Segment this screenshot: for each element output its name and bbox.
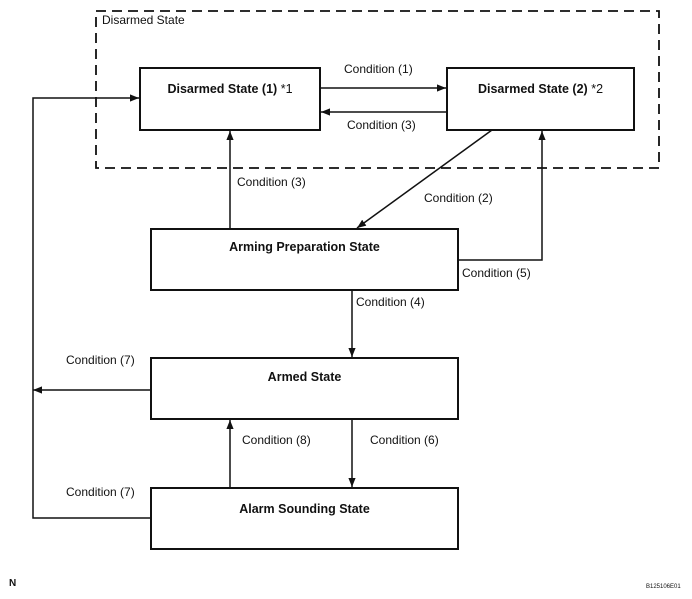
disarmed-group-label: Disarmed State [102, 13, 185, 27]
disarmed-state-2-label: Disarmed State (2) [477, 82, 588, 96]
disarmed-state-2-suffix: *2 [591, 82, 604, 96]
armed-state-box: Armed State [150, 357, 459, 420]
condition-7-lower-label: Condition (7) [66, 485, 135, 499]
condition-5-label: Condition (5) [462, 266, 531, 280]
disarmed-group-border [95, 10, 660, 169]
disarmed-state-1-label: Disarmed State (1) [167, 82, 278, 96]
condition-3-top-label: Condition (3) [347, 118, 416, 132]
condition-7-upper-label: Condition (7) [66, 353, 135, 367]
arming-preparation-state-box: Arming Preparation State [150, 228, 459, 291]
armed-state-label: Armed State [267, 370, 342, 384]
disarmed-state-2-box: Disarmed State (2) *2 [446, 67, 635, 131]
alarm-sounding-state-label: Alarm Sounding State [239, 502, 370, 516]
arming-preparation-state-label: Arming Preparation State [229, 240, 380, 254]
footer-letter: N [9, 578, 17, 589]
arrow-condition-5 [459, 131, 546, 261]
disarmed-state-1-box: Disarmed State (1) *1 [139, 67, 321, 131]
arrow-condition-7-lower [32, 94, 150, 519]
arrow-condition-2 [356, 129, 493, 229]
footer-code: B125106E01 [646, 584, 681, 590]
condition-2-label: Condition (2) [424, 191, 493, 205]
condition-8-label: Condition (8) [242, 433, 311, 447]
disarmed-state-1-suffix: *1 [280, 82, 293, 96]
condition-3-left-label: Condition (3) [237, 175, 306, 189]
condition-4-label: Condition (4) [356, 295, 425, 309]
alarm-sounding-state-box: Alarm Sounding State [150, 487, 459, 550]
condition-6-label: Condition (6) [370, 433, 439, 447]
condition-1-label: Condition (1) [344, 62, 413, 76]
